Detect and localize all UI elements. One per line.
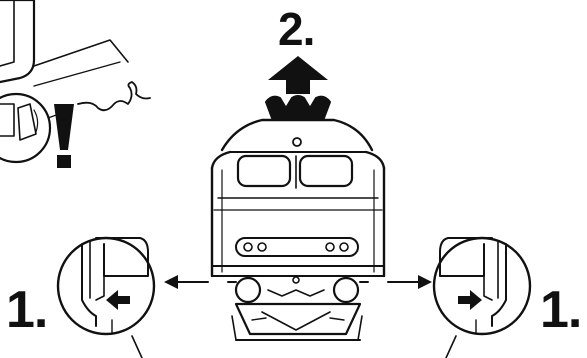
buffer-left	[234, 276, 262, 304]
exclamation-mark-icon	[54, 104, 74, 168]
up-arrow-icon	[268, 56, 328, 94]
right-detail-circle	[432, 236, 532, 358]
right-arrow-icon	[387, 275, 432, 289]
step-1-label-left: 1.	[6, 281, 48, 339]
left-detail-circle	[56, 236, 156, 358]
left-arrow-icon	[164, 275, 209, 289]
lifting-hands	[265, 95, 331, 119]
coach-corner-detail	[0, 0, 151, 164]
cab-window-right	[298, 154, 354, 188]
step-2-label: 2.	[278, 3, 315, 55]
buffer-right	[332, 276, 360, 304]
step-1-label-right: 1.	[540, 281, 582, 339]
push-arrow-left	[106, 290, 130, 310]
cab-window-left	[236, 154, 292, 188]
coach-detail-circle	[0, 92, 52, 164]
locomotive-front-view	[210, 95, 386, 341]
push-arrow-right	[458, 290, 482, 310]
